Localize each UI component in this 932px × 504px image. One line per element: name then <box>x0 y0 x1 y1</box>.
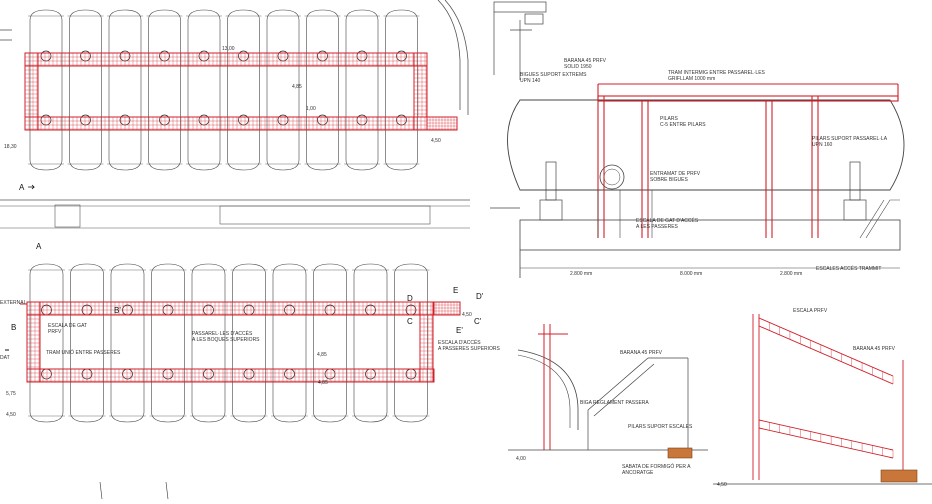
detail-left: BARANA 45 PRFV BIGA REGLAMENT PASSERA PI… <box>508 310 713 499</box>
section-marker-b2: B' <box>114 306 121 315</box>
detail-right: ESCALA PRFV BARANA 45 PRFV 4,50 <box>713 300 932 499</box>
dim-label: 4,50 <box>717 482 727 488</box>
dim-label: 1,00 <box>306 106 316 112</box>
dim-label: 13,00 <box>222 46 235 52</box>
label-escala-prfv: ESCALA PRFV <box>793 308 828 314</box>
tank <box>149 263 187 423</box>
tank <box>146 9 183 171</box>
dim-label: 2.800 mm <box>780 271 802 277</box>
tank <box>271 263 308 423</box>
dim-label: 4,85 <box>292 84 302 90</box>
tank <box>230 263 268 423</box>
svg-text:DAT: DAT <box>0 355 10 361</box>
label-bigues-reg: BIGA REGLAMENT PASSERA <box>580 400 649 406</box>
dim-label: 4,85 <box>318 380 328 386</box>
label-tram-unio: TRAM UNIÓ ENTRE PASSERES <box>46 349 121 356</box>
dim-label: 4,50 <box>462 312 472 318</box>
tank-row-bottom <box>28 263 430 423</box>
tank <box>311 263 349 423</box>
tank <box>107 9 143 171</box>
label-barana: BARANA 45 PRFV <box>853 346 896 352</box>
section-marker-a: A <box>19 183 25 192</box>
section-marker-d: D <box>407 294 413 303</box>
dim-label: 2.800 mm <box>570 271 592 277</box>
dim-label: 5,75 <box>6 391 16 397</box>
label-escales-acces: ESCALES ACCÉS TRAMMIT <box>816 265 881 272</box>
tank <box>109 263 146 423</box>
walkway-structure <box>597 83 899 238</box>
label-barana: BARANA 45 PRFV <box>620 350 663 356</box>
section-marker-e: E <box>453 286 458 295</box>
tank <box>225 9 262 171</box>
section-marker-d2: D' <box>476 292 484 301</box>
dim-label: 4,50 <box>431 138 441 144</box>
concrete-footing <box>667 447 693 459</box>
manway-icon <box>599 164 625 190</box>
tank <box>352 263 389 423</box>
dim-label: 18,30 <box>4 144 17 150</box>
dim-label: 8.000 mm <box>680 271 702 277</box>
tank <box>68 263 106 423</box>
section-marker-e2: E' <box>456 326 463 335</box>
tank <box>67 9 104 171</box>
tank-row-top <box>28 9 420 171</box>
section-marker-c: C <box>407 317 413 326</box>
tank-body <box>507 99 905 191</box>
tank <box>186 9 222 171</box>
dim-label: 4,00 <box>516 456 526 462</box>
tank <box>344 9 380 171</box>
tank <box>383 9 420 171</box>
svg-text:EXTERNAL: EXTERNAL <box>0 300 27 306</box>
section-marker-c2: C' <box>474 317 482 326</box>
tank <box>265 9 301 171</box>
plan-top: 13,00 4,85 1,00 18,30 4,50 A <box>0 0 470 232</box>
label-pilars: PILARS SUPORT ESCALES <box>628 424 693 430</box>
section-marker-a: A <box>36 242 42 251</box>
section-marker-b: B <box>11 323 16 332</box>
tank <box>190 263 227 423</box>
tank <box>304 9 341 171</box>
dim-label: 4,85 <box>317 352 327 358</box>
dim-label: 4,50 <box>6 412 16 418</box>
